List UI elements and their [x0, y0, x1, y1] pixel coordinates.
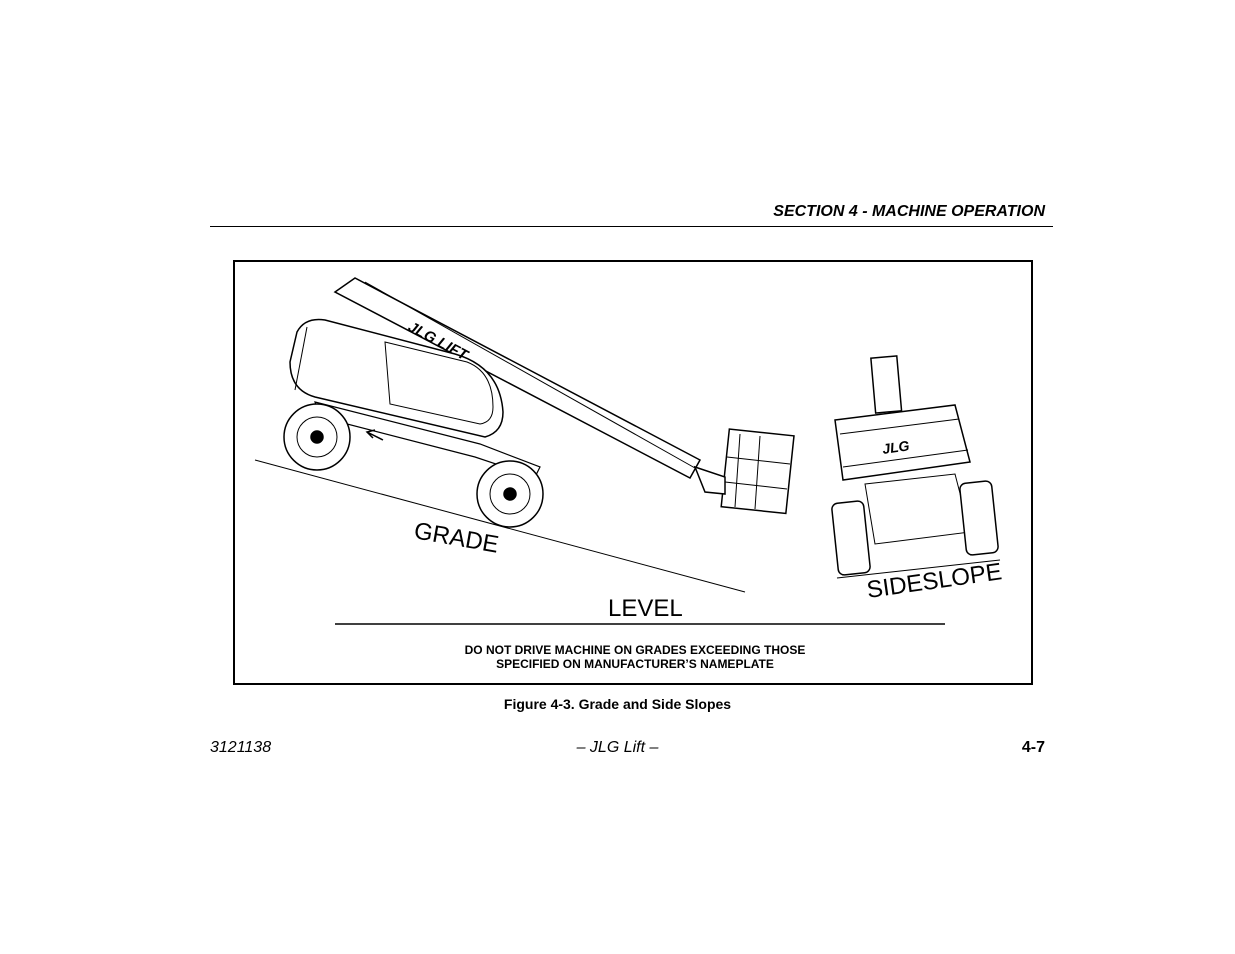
footer-title: – JLG Lift –	[576, 739, 659, 756]
figure-caption: Figure 4-3. Grade and Side Slopes	[503, 696, 732, 712]
page-number: 4-7	[1021, 739, 1045, 756]
warning-line-1: DO NOT DRIVE MACHINE ON GRADES EXCEEDING…	[465, 643, 806, 657]
label-level: LEVEL	[608, 595, 683, 622]
label-grade: GRADE	[412, 517, 501, 558]
doc-number: 3121138	[210, 739, 272, 756]
figure-frame: JLG LIFT JLG	[233, 260, 1033, 685]
sideslope-machine-drawing: JLG	[831, 355, 1001, 579]
label-sideslope: SIDESLOPE	[865, 558, 1003, 604]
section-title: SECTION 4 - MACHINE OPERATION	[773, 203, 1045, 220]
boom-lift-drawing: JLG LIFT	[283, 277, 795, 528]
header-rule	[210, 226, 1053, 227]
chassis-logo: JLG	[881, 437, 910, 457]
figure-illustration: JLG LIFT JLG	[254, 277, 1004, 671]
warning-line-2: SPECIFIED ON MANUFACTURER’S NAMEPLATE	[496, 657, 774, 671]
